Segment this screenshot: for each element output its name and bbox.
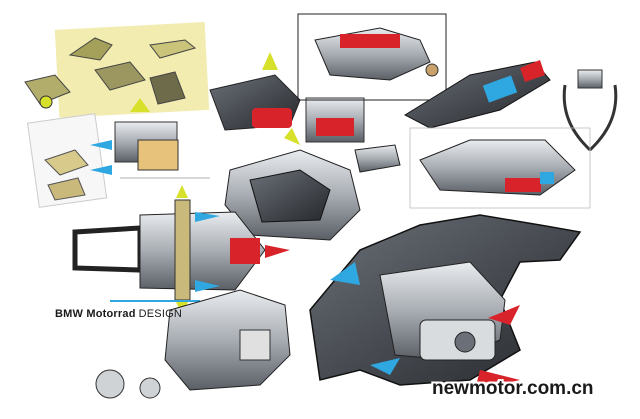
arrow-icon bbox=[90, 165, 112, 175]
chassis-top-view-sketch bbox=[72, 185, 290, 315]
watermark-text: newmotor.com.cn bbox=[432, 378, 594, 399]
engine-sketch bbox=[224, 144, 401, 241]
framed-bike-sketch bbox=[297, 13, 447, 101]
arrow-icon bbox=[90, 140, 112, 150]
bottom-engine-sketch bbox=[95, 289, 291, 399]
fork-sketch bbox=[562, 69, 618, 152]
white-paper-sketch bbox=[26, 113, 108, 208]
yellow-paper-sketch bbox=[24, 22, 210, 118]
main-bike-render bbox=[309, 214, 582, 390]
red-module-sketch bbox=[209, 52, 301, 145]
airbox-sketch bbox=[90, 98, 210, 179]
arrow-icon bbox=[130, 98, 150, 112]
bike-side-sketch bbox=[409, 127, 591, 209]
engine-box-sketch bbox=[305, 97, 365, 143]
